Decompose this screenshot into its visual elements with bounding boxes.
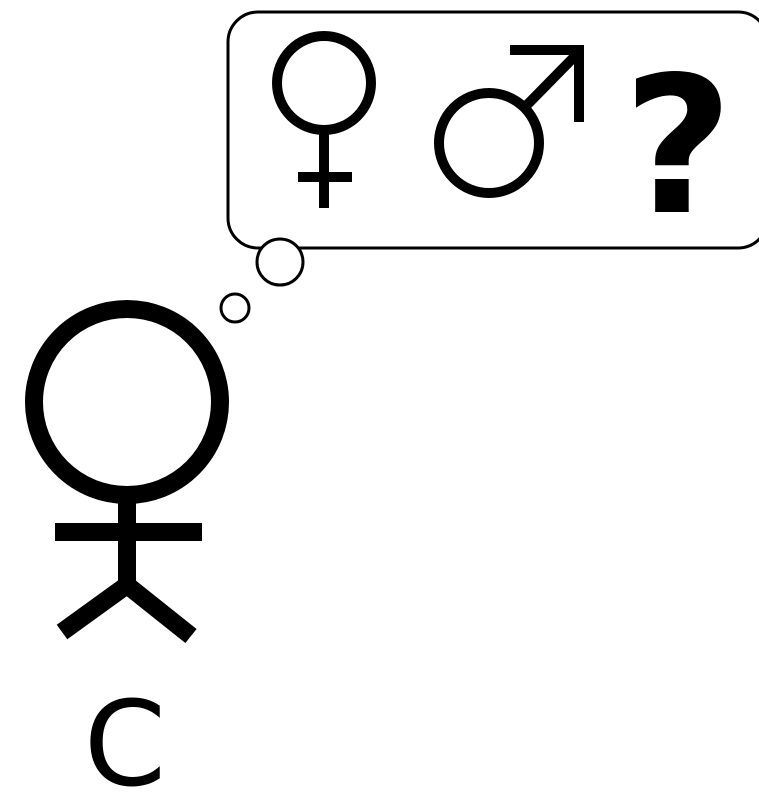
stick-figure-icon: [34, 309, 220, 636]
figure-right-leg: [127, 585, 191, 636]
thought-trail-circle-small: [221, 294, 249, 322]
thought-bubble: ?: [228, 12, 759, 257]
figure-head: [34, 309, 220, 495]
figure-left-leg: [62, 585, 127, 632]
thought-trail-circle-large: [257, 239, 303, 285]
figure-label: C: [84, 675, 166, 802]
question-mark-icon: ?: [623, 36, 733, 257]
thought-trail: [221, 239, 303, 322]
